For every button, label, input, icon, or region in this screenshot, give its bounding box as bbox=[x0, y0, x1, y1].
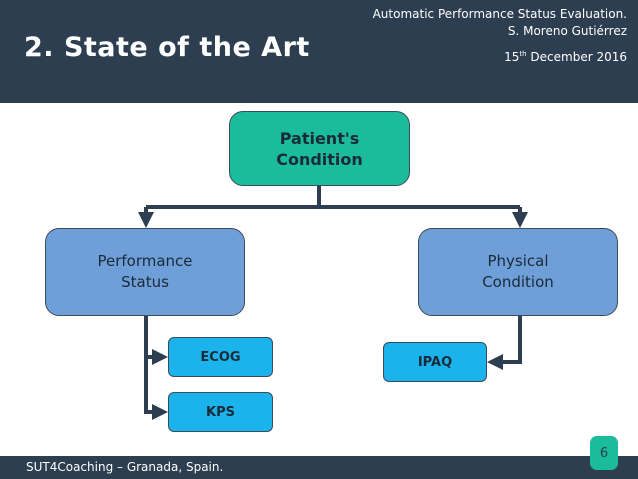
connector-to-kps bbox=[144, 357, 168, 420]
presentation-title: Automatic Performance Status Evaluation. bbox=[372, 7, 627, 21]
node-physical-condition: Physical Condition bbox=[418, 228, 618, 316]
presentation-info: Automatic Performance Status Evaluation.… bbox=[373, 6, 627, 40]
node-ipaq: IPAQ bbox=[383, 342, 487, 382]
page-number-badge: 6 bbox=[590, 436, 618, 470]
presentation-date: 15th December 2016 bbox=[504, 50, 627, 64]
footer-bar: SUT4Coaching – Granada, Spain. bbox=[0, 456, 638, 479]
node-patients-condition: Patient's Condition bbox=[229, 111, 410, 186]
header-bar: 2. State of the Art Automatic Performanc… bbox=[0, 0, 638, 103]
footer-text: SUT4Coaching – Granada, Spain. bbox=[26, 460, 224, 474]
node-performance-status: Performance Status bbox=[45, 228, 245, 316]
node-ecog: ECOG bbox=[168, 337, 273, 377]
connector-to-ipaq bbox=[487, 316, 522, 370]
connector-to-ecog bbox=[144, 316, 168, 365]
node-kps: KPS bbox=[168, 392, 273, 432]
date-day: 15 bbox=[504, 50, 520, 64]
date-suffix: th bbox=[519, 50, 527, 58]
slide-title: 2. State of the Art bbox=[24, 32, 310, 63]
author-name: S. Moreno Gutiérrez bbox=[507, 24, 627, 38]
date-rest: December 2016 bbox=[526, 50, 627, 64]
